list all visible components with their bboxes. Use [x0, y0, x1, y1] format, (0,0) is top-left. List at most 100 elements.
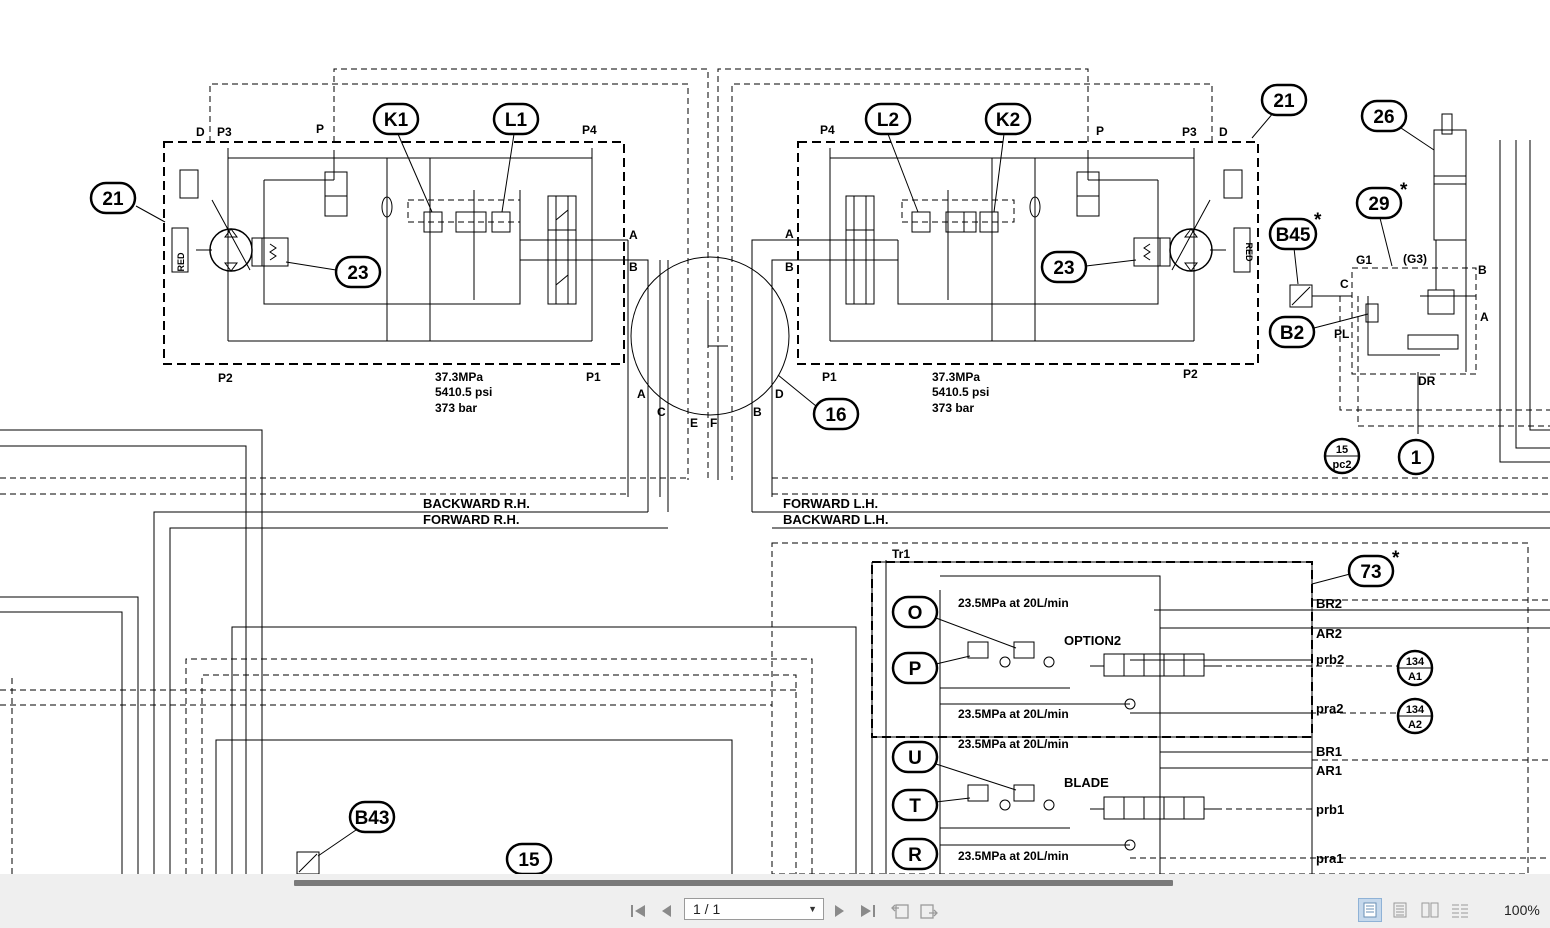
swivel-port-b: B [753, 405, 762, 419]
sensor-b43 [296, 851, 320, 875]
left-red-label: RED [176, 252, 186, 272]
callout-26: 26 [1360, 99, 1435, 151]
next-page-button[interactable] [829, 900, 851, 922]
pilot-port-b: B [1478, 263, 1487, 277]
svg-text:23: 23 [1053, 258, 1074, 279]
valve-block-labels: Tr1 23.5MPa at 20L/min 23.5MPa at 20L/mi… [892, 547, 1344, 866]
first-page-icon [631, 905, 645, 917]
callout-15: 15 [505, 842, 553, 876]
port-p-left: P [316, 122, 324, 136]
svg-text:21: 21 [102, 189, 124, 210]
first-page-button[interactable] [627, 900, 649, 922]
single-page-icon [1363, 902, 1377, 918]
asterisk-29: * [1400, 180, 1408, 201]
callout-134-a1: 134 A1 [1396, 649, 1434, 687]
svg-text:1: 1 [1411, 448, 1422, 469]
callout-21-left: 21 [89, 181, 166, 223]
svg-text:O: O [908, 603, 923, 624]
swivel-port-e: E [690, 416, 698, 430]
svg-text:134: 134 [1406, 656, 1425, 668]
previous-view-icon [891, 904, 909, 919]
callout-p: P [891, 651, 971, 685]
continuous-facing-view-button[interactable] [1448, 898, 1472, 922]
callout-b2: B2 [1268, 313, 1369, 349]
svg-text:29: 29 [1368, 194, 1389, 215]
output-pra2: pra2 [1316, 701, 1343, 716]
port-b-right: B [785, 260, 794, 274]
right-pressure-rating: 37.3MPa 5410.5 psi 373 bar [932, 370, 989, 415]
port-d-left: D [196, 125, 205, 139]
output-br1: BR1 [1316, 744, 1342, 759]
callout-21-right: 21 [1251, 83, 1308, 139]
callout-73: 73 * [1311, 548, 1400, 588]
callout-b43: B43 [317, 800, 396, 857]
pilot-port-labels: G1 (G3) C B A PL DR [1334, 252, 1489, 388]
right-motor-port-labels: P4 P P3 D P1 P2 A B [785, 123, 1228, 384]
right-travel-motor: RED [717, 68, 1259, 512]
last-page-button[interactable] [857, 900, 879, 922]
page-number-select[interactable]: 1 / 1 ▼ [684, 898, 824, 920]
svg-text:L1: L1 [505, 110, 528, 131]
label-backward-lh: BACKWARD L.H. [783, 512, 888, 527]
next-view-button[interactable] [918, 900, 940, 922]
callout-15-pc2: 15 pc2 [1323, 437, 1361, 475]
svg-text:B43: B43 [355, 808, 390, 829]
single-page-view-button[interactable] [1358, 898, 1382, 922]
pilot-port-c: C [1340, 277, 1349, 291]
previous-page-button[interactable] [655, 900, 677, 922]
swivel-port-c: C [657, 405, 666, 419]
svg-text:16: 16 [825, 405, 846, 426]
left-motor-port-labels: D P3 P P4 P2 P1 A B [196, 122, 638, 385]
svg-text:A1: A1 [1408, 671, 1422, 683]
callout-23-left: 23 [285, 255, 382, 289]
svg-text:134: 134 [1406, 704, 1425, 716]
callout-l2: L2 [864, 102, 919, 213]
label-forward-lh: FORWARD L.H. [783, 496, 878, 511]
pressure-left-bar: 373 bar [435, 401, 477, 415]
callout-u: U [891, 740, 1017, 791]
swivel-port-f: F [710, 416, 717, 430]
pressure-right-bar: 373 bar [932, 401, 974, 415]
svg-text:21: 21 [1273, 91, 1295, 112]
asterisk-b45: * [1314, 210, 1322, 231]
callout-1: 1 [1397, 438, 1435, 476]
pressure-left-psi: 5410.5 psi [435, 385, 492, 399]
label-backward-rh: BACKWARD R.H. [423, 496, 530, 511]
swivel-port-a: A [637, 387, 646, 401]
svg-text:U: U [908, 748, 922, 769]
port-p-right: P [1096, 124, 1104, 138]
port-b-left: B [629, 260, 638, 274]
svg-text:26: 26 [1373, 107, 1394, 128]
callout-o: O [891, 595, 1017, 649]
output-ar2: AR2 [1316, 626, 1342, 641]
pilot-port-g3: (G3) [1403, 252, 1427, 266]
section-option2: OPTION2 [1064, 633, 1121, 648]
port-p2-right: P2 [1183, 367, 1198, 381]
port-tr1: Tr1 [892, 547, 910, 561]
pilot-port-pl: PL [1334, 327, 1349, 341]
viewer-toolbar: 1 / 1 ▼ 100% [0, 874, 1550, 928]
relief-setting-3: 23.5MPa at 20L/min [958, 737, 1069, 751]
port-d-right: D [1219, 125, 1228, 139]
horizontal-scrollbar-thumb[interactable] [294, 880, 1173, 886]
output-pra1: pra1 [1316, 851, 1343, 866]
zoom-level[interactable]: 100% [1504, 902, 1540, 918]
pilot-port-dr: DR [1418, 374, 1436, 388]
svg-text:23: 23 [347, 263, 368, 284]
control-valve-block [871, 560, 1550, 874]
svg-text:L2: L2 [877, 110, 899, 131]
next-page-icon [835, 905, 844, 917]
page-number-value: 1 / 1 [693, 901, 721, 917]
previous-view-button[interactable] [889, 900, 911, 922]
callout-k2: K2 [984, 102, 1032, 213]
continuous-view-button[interactable] [1388, 898, 1412, 922]
port-p1-left: P1 [586, 370, 601, 384]
continuous-page-icon [1393, 902, 1407, 918]
asterisk-73: * [1392, 548, 1400, 569]
svg-text:K1: K1 [384, 110, 409, 131]
left-travel-motor: RED [163, 68, 709, 512]
hydraulic-schematic: .s{stroke:#000;stroke-width:1.5;fill:non… [0, 68, 1550, 876]
port-p1-right: P1 [822, 370, 837, 384]
callout-23-right: 23 [1040, 250, 1137, 284]
facing-view-button[interactable] [1418, 898, 1442, 922]
